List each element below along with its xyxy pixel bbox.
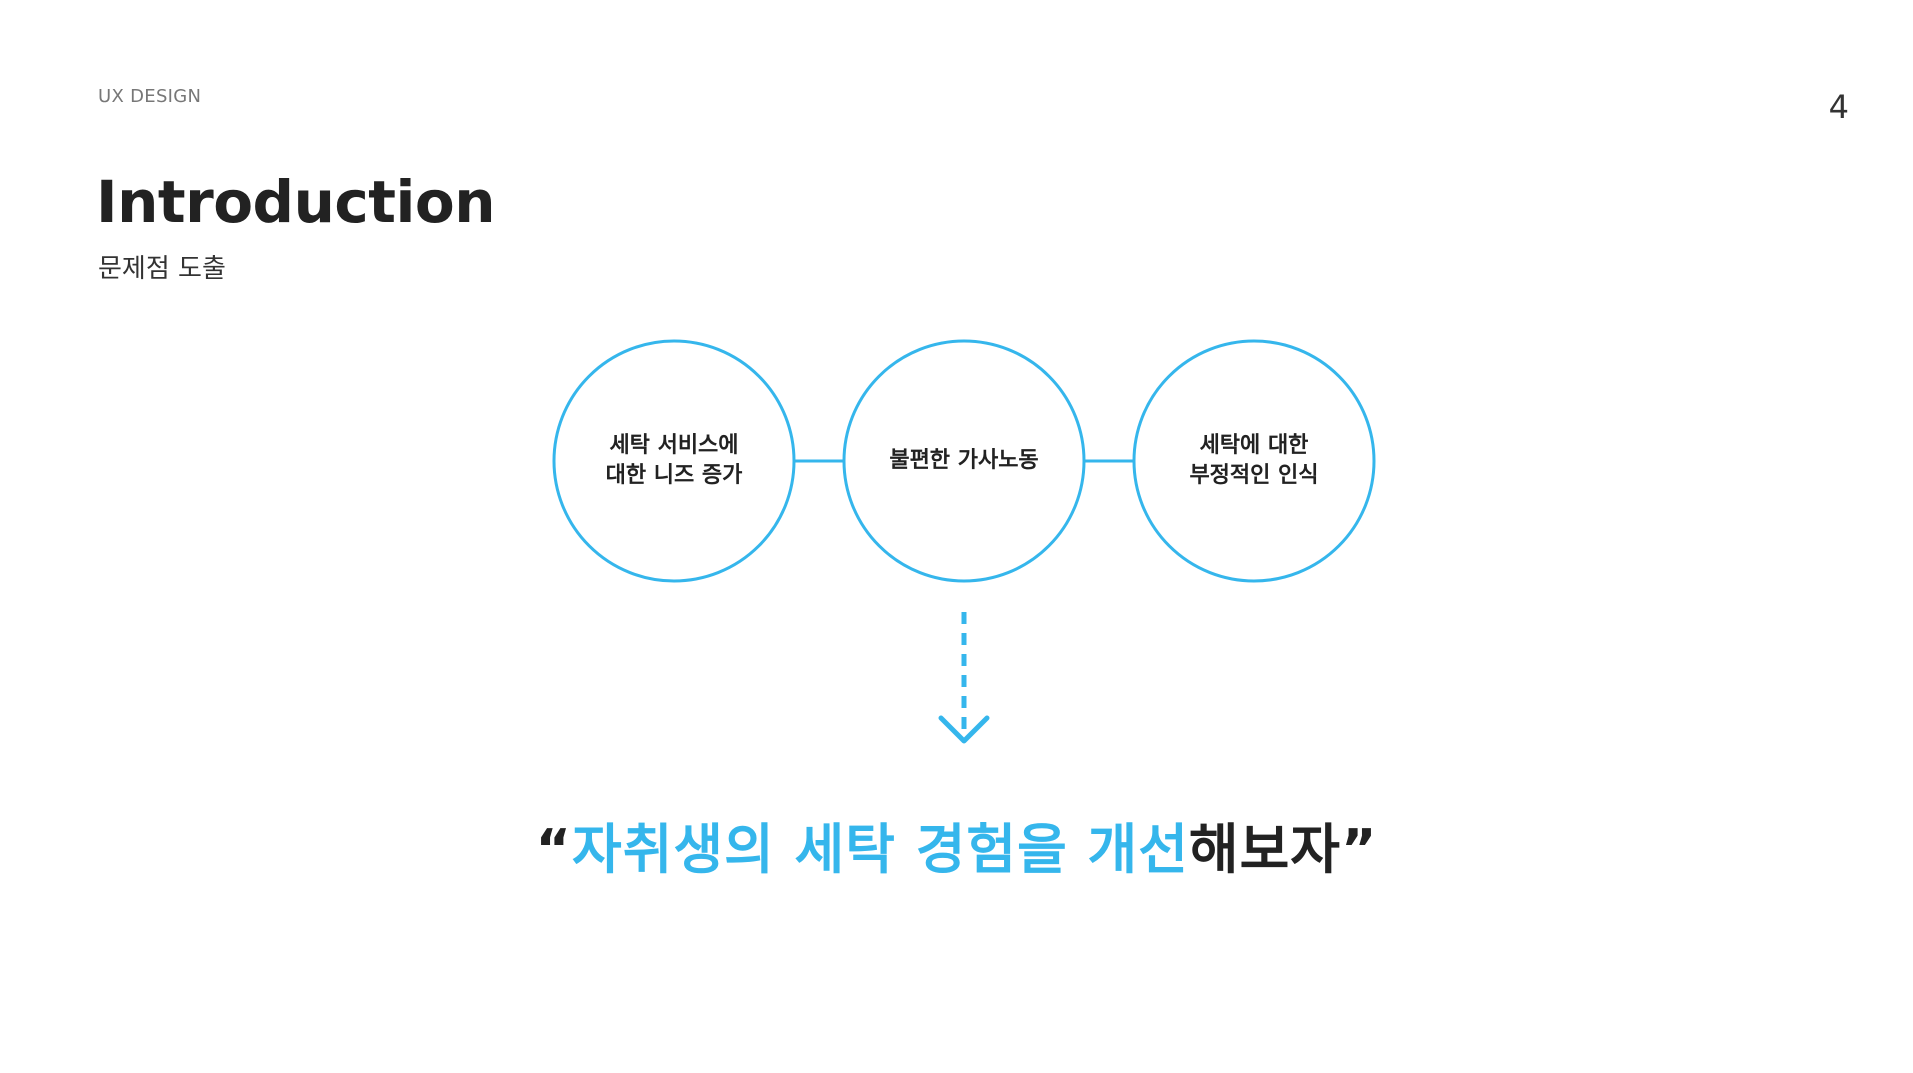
headline-open-quote: “	[535, 818, 573, 881]
circle-1-label: 세탁 서비스에 대한 니즈 증가	[556, 431, 792, 491]
section-label: UX DESIGN	[98, 86, 202, 107]
circle-3-line-2: 부정적인 인식	[1189, 463, 1319, 488]
circle-1-line-1: 세탁 서비스에	[609, 433, 739, 458]
headline-rest: 해보자	[1188, 818, 1341, 881]
circle-1	[552, 339, 796, 583]
headline-close-quote: ”	[1340, 818, 1378, 881]
circle-3-label: 세탁에 대한 부정적인 인식	[1136, 431, 1372, 491]
circle-1-line-2: 대한 니즈 증가	[605, 463, 743, 488]
circle-3	[1132, 339, 1376, 583]
page-subtitle: 문제점 도출	[98, 254, 226, 284]
page-number: 4	[1828, 88, 1849, 126]
circle-2-line-1: 불편한 가사노동	[889, 448, 1039, 473]
headline-highlight: 자취생의 세탁 경험을 개선	[572, 818, 1189, 881]
circle-2	[842, 339, 1086, 583]
circle-3-line-1: 세탁에 대한	[1199, 433, 1309, 458]
headline: “자취생의 세탁 경험을 개선해보자”	[0, 805, 1913, 884]
page-title: Introduction	[96, 168, 495, 236]
circle-2-label: 불편한 가사노동	[846, 446, 1082, 476]
arrow-down-icon	[938, 612, 990, 744]
